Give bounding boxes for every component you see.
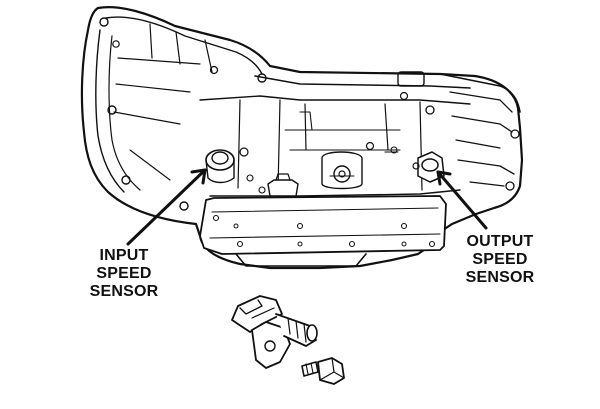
speed-sensor-part: [231, 295, 345, 385]
input-sensor-leader: [126, 168, 207, 246]
input-label-line-1: INPUT: [99, 247, 149, 264]
input-speed-sensor-label: INPUT SPEED SENSOR: [78, 247, 170, 301]
oil-pan: [199, 195, 447, 267]
output-label-line-2: SPEED: [472, 251, 528, 268]
input-label-line-2: SPEED: [96, 265, 152, 282]
output-label-line-1: OUTPUT: [466, 233, 534, 250]
output-sensor-leader: [436, 170, 488, 230]
output-label-line-3: SENSOR: [465, 269, 535, 286]
output-speed-sensor-label: OUTPUT SPEED SENSOR: [452, 233, 548, 287]
input-label-line-3: SENSOR: [89, 283, 159, 300]
